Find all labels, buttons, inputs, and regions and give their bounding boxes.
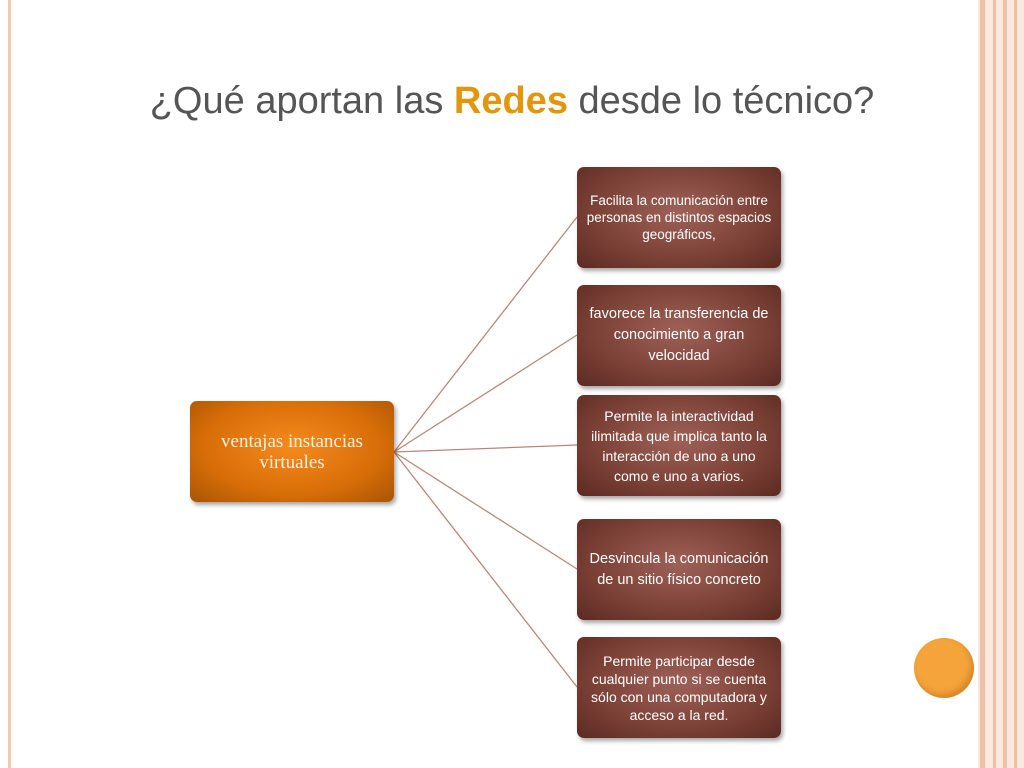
title-suffix: desde lo técnico? (567, 80, 875, 122)
branch-node-interactivity: Permite la interactividad ilimitada que … (577, 395, 781, 496)
connector-line (393, 334, 578, 453)
left-border-line (8, 0, 11, 768)
connector-line (393, 216, 578, 453)
diagram-root-node: ventajas instancias virtuales (190, 401, 394, 502)
decorative-circle (914, 638, 974, 698)
right-border-stripe (980, 0, 985, 768)
connector-line (393, 451, 578, 570)
branch-node-knowledge-transfer: favorece la transferencia de conocimient… (577, 285, 781, 386)
right-border-stripe (1003, 0, 1007, 768)
connector-line (393, 444, 578, 453)
right-border-stripe (993, 0, 996, 768)
branch-node-communication: Facilita la comunicación entre personas … (577, 167, 781, 268)
title-highlight: Redes (453, 80, 568, 122)
right-border-stripe (1014, 0, 1017, 768)
slide-title: ¿Qué aportan las Redes desde lo técnico? (0, 80, 1024, 123)
connector-line (393, 451, 578, 688)
branch-node-participation: Permite participar desde cualquier punto… (577, 637, 781, 738)
branch-node-physical-site: Desvincula la comunicación de un sitio f… (577, 519, 781, 620)
title-prefix: ¿Qué aportan las (149, 80, 454, 122)
